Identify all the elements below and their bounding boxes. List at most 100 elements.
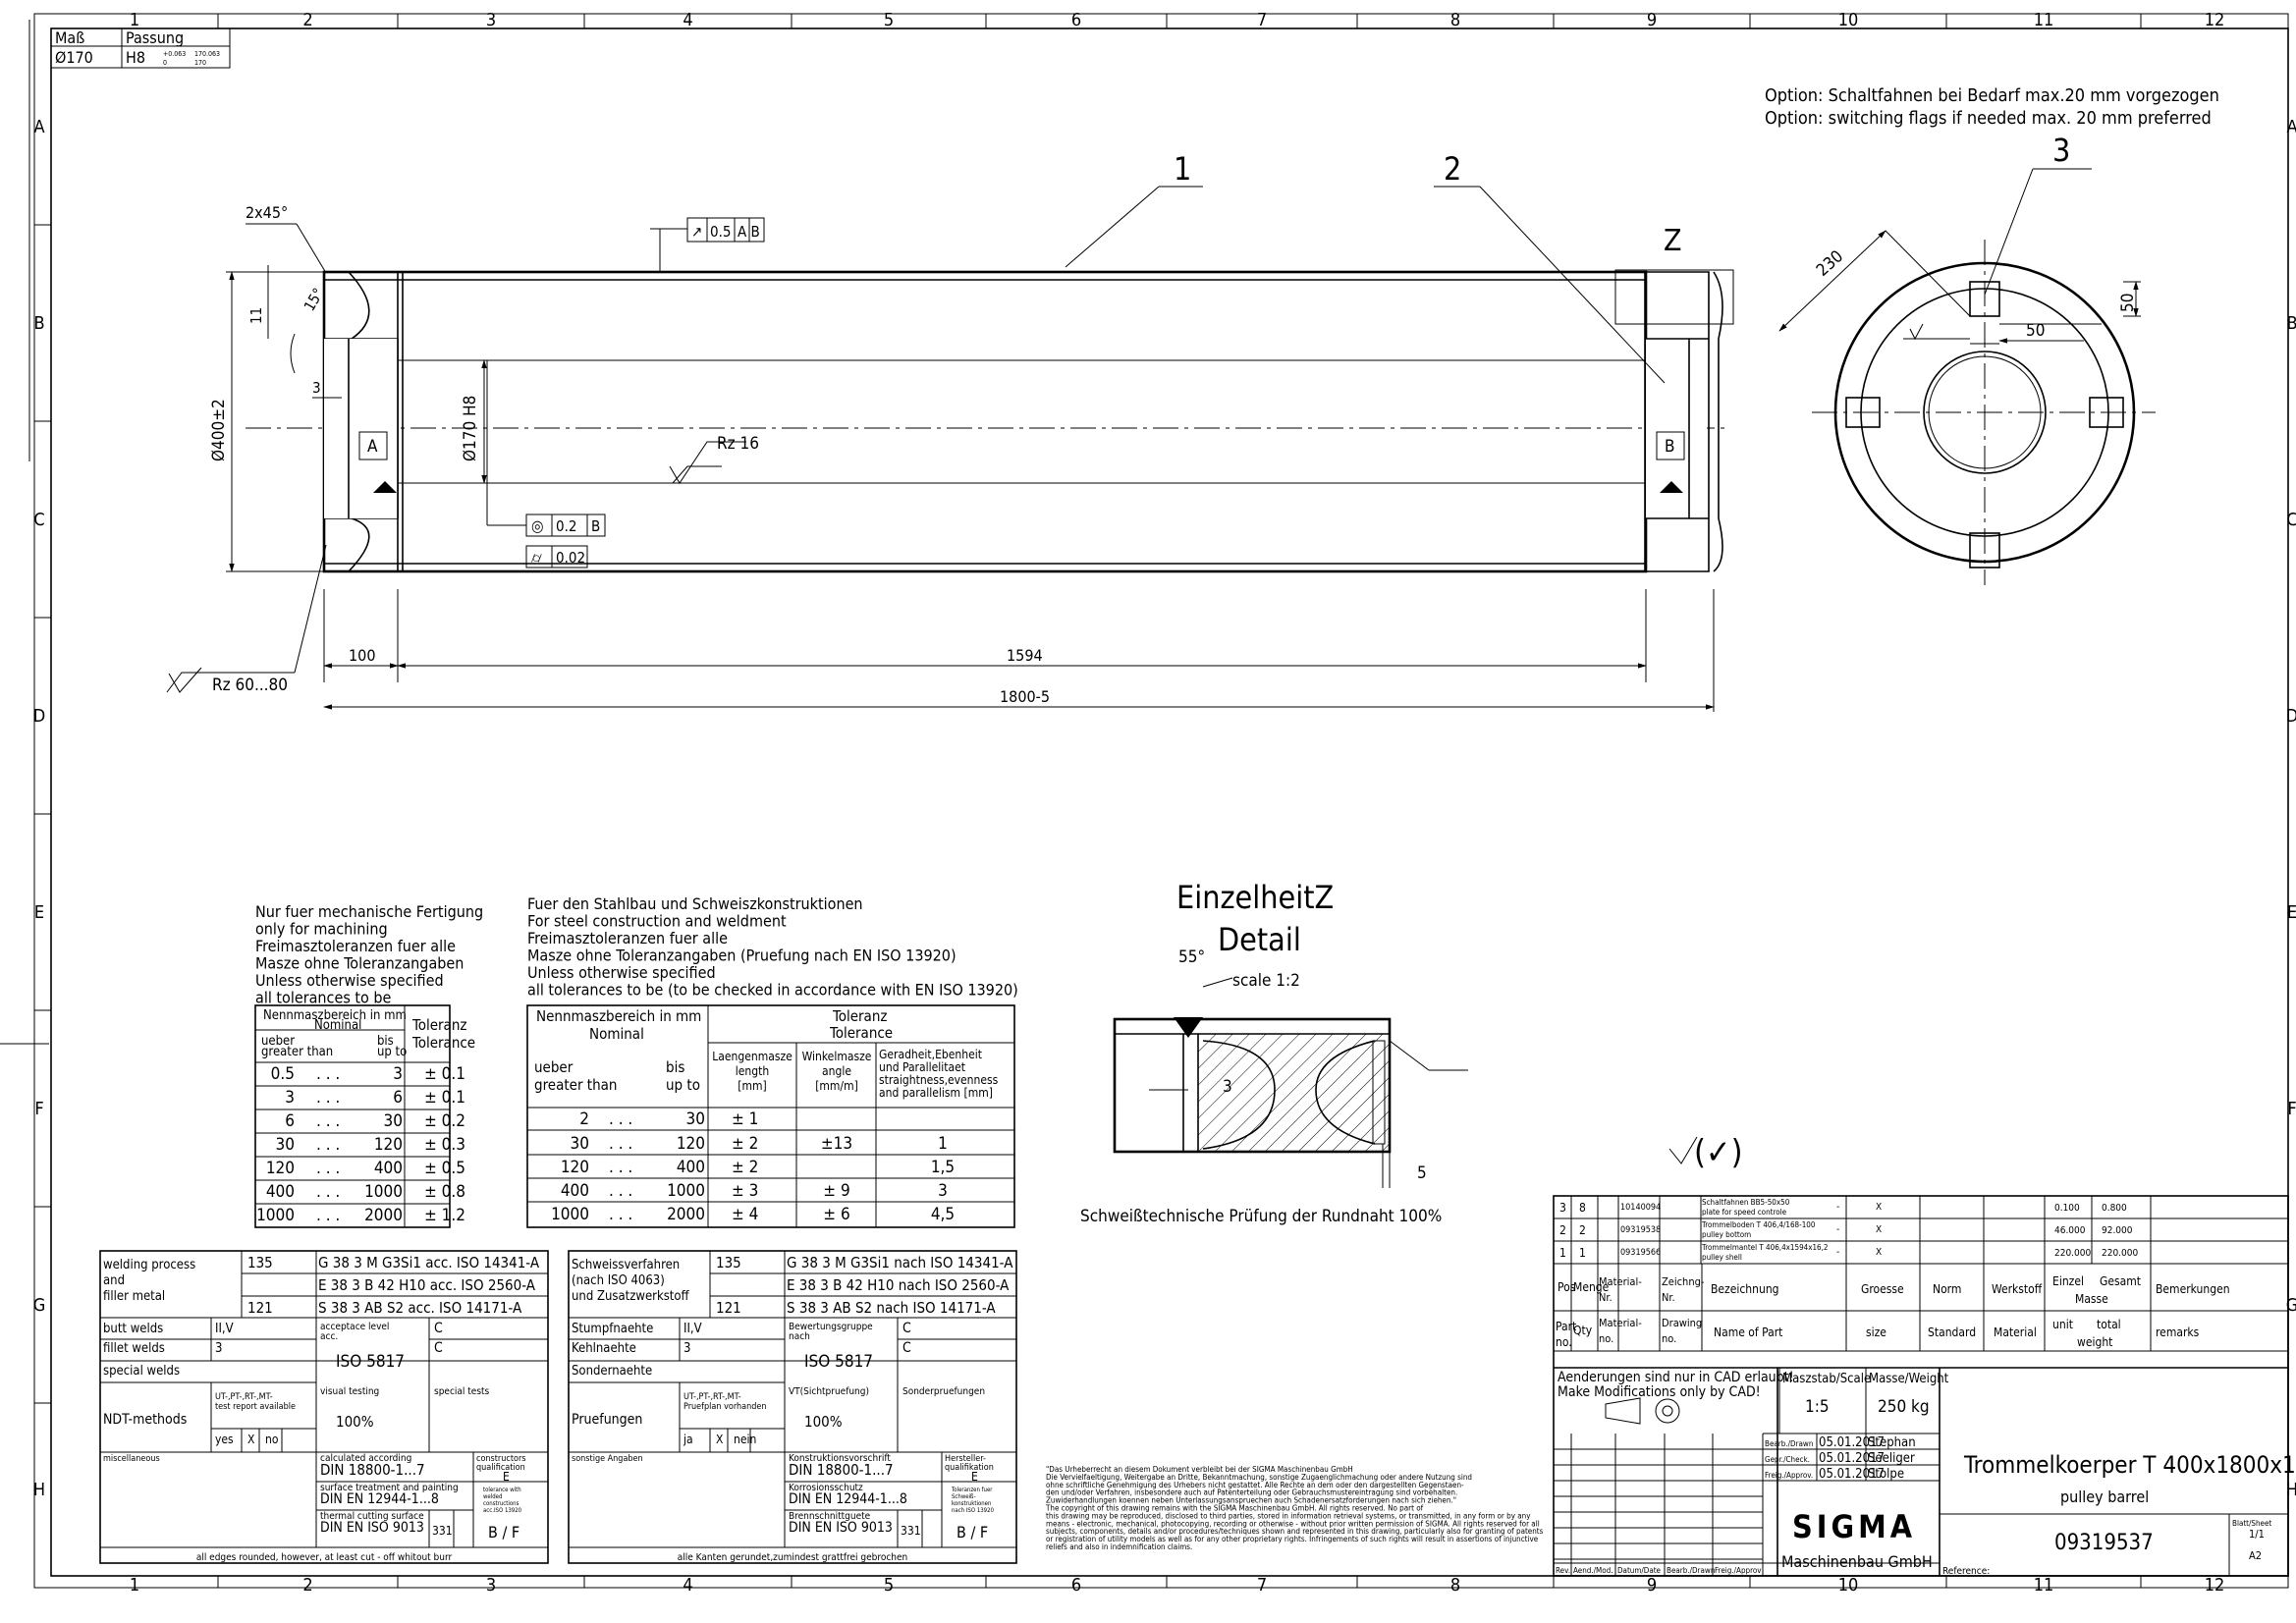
grid-col-top: 4 [683, 10, 692, 30]
svg-text:Gepr./Check.: Gepr./Check. [1765, 1455, 1810, 1464]
grid-row-right: E [2287, 902, 2296, 923]
company-logo: SIGMA [1792, 1508, 1916, 1545]
svg-text:-: - [1836, 1202, 1839, 1213]
svg-text:pulley bottom: pulley bottom [1702, 1230, 1751, 1239]
svg-text:121: 121 [716, 1299, 741, 1317]
svg-text:konstruktionen: konstruktionen [952, 1500, 991, 1507]
svg-text:Pruefungen: Pruefungen [572, 1412, 642, 1428]
svg-text:[mm]: [mm] [738, 1079, 766, 1093]
svg-text:. . .: . . . [316, 1111, 340, 1131]
svg-text:no: no [265, 1433, 279, 1446]
svg-text:bis: bis [377, 1034, 394, 1049]
svg-text:Geradheit,Ebenheit: Geradheit,Ebenheit [879, 1048, 982, 1061]
svg-text:Einzel: Einzel [2052, 1274, 2084, 1288]
svg-text:135: 135 [247, 1254, 273, 1271]
svg-text:nein: nein [734, 1433, 756, 1446]
svg-text:no.: no. [1662, 1332, 1676, 1345]
surface-symbol: (✓) [1694, 1133, 1743, 1172]
detail-title-1: EinzelheitZ [1176, 879, 1334, 916]
svg-text:unit: unit [2052, 1318, 2073, 1331]
tol-weld-intro-line: Masze ohne Toleranzangaben (Pruefung nac… [527, 947, 957, 965]
svg-text:thermal cutting surface: thermal cutting surface [320, 1511, 424, 1522]
svg-text:(nach ISO 4063): (nach ISO 4063) [572, 1273, 665, 1288]
grid-col-bottom: 12 [2205, 1575, 2225, 1596]
svg-text:Part: Part [1556, 1320, 1576, 1333]
svg-text:Bearb./Drawn: Bearb./Drawn [1667, 1566, 1715, 1575]
svg-text:E: E [971, 1470, 978, 1484]
tol-weld-to: 30 [686, 1109, 705, 1129]
svg-text:acceptace level: acceptace level [320, 1322, 389, 1332]
svg-text:C: C [434, 1321, 443, 1336]
tol-mech-from: 0.5 [271, 1064, 295, 1084]
svg-text:100%: 100% [804, 1413, 843, 1431]
tol-mech-intro-line: only for machining [255, 920, 388, 939]
svg-text:size: size [1866, 1325, 1886, 1339]
svg-text:5: 5 [1417, 1163, 1427, 1183]
datum-b: B [1665, 437, 1675, 457]
svg-text:yes: yes [215, 1433, 234, 1446]
tol-weld-to: 1000 [667, 1181, 705, 1201]
svg-text:46.000: 46.000 [2054, 1225, 2086, 1236]
svg-text:Nr.: Nr. [1662, 1291, 1675, 1304]
svg-text:Ø400±2: Ø400±2 [209, 399, 229, 461]
svg-text:Nennmaszbereich in mm: Nennmaszbereich in mm [536, 1007, 701, 1025]
tol-weld-angle: ± 9 [823, 1181, 849, 1201]
copyright-line: den und/oder Verfahren, insbesondere auc… [1046, 1488, 1457, 1497]
svg-text:Zeichng-: Zeichng- [1662, 1275, 1705, 1288]
flag-bottom [1969, 532, 2000, 568]
svg-text:220.000: 220.000 [2102, 1248, 2138, 1259]
svg-text:Standard: Standard [1928, 1325, 1976, 1339]
svg-text:⌭: ⌭ [531, 549, 542, 567]
svg-text:A B: A B [738, 223, 760, 241]
svg-text:Korrosionsschutz: Korrosionsschutz [789, 1483, 863, 1493]
tol-mech-to: 1000 [364, 1182, 403, 1202]
svg-text:250 kg: 250 kg [1878, 1397, 1930, 1417]
grid-row-right: C [2286, 510, 2296, 530]
grid-row-left: F [34, 1099, 43, 1119]
svg-text:E: E [503, 1470, 510, 1484]
svg-text:Datum/Date: Datum/Date [1617, 1566, 1662, 1575]
svg-text:. . .: . . . [316, 1088, 340, 1108]
tol-weld-straight: 4,5 [931, 1205, 955, 1224]
svg-text:length: length [736, 1064, 769, 1078]
grid-col-top: 3 [486, 10, 496, 30]
callout-pos-3: 3 [2052, 132, 2070, 169]
tolerance-table-weldment: Fuer den Stahlbau und Schweiszkonstrukti… [526, 894, 1018, 1228]
svg-text:no.: no. [1599, 1332, 1613, 1345]
svg-text:. . .: . . . [316, 1206, 340, 1225]
copyright-line: Zuwiderhandlungen koennen neben Unterlas… [1046, 1496, 1456, 1505]
svg-text:Bemerkungen: Bemerkungen [2156, 1282, 2230, 1296]
svg-text:Brennschnittguete: Brennschnittguete [789, 1511, 871, 1522]
svg-text:2x45°: 2x45° [246, 203, 288, 222]
copyright-line: The copyright of this drawing remains wi… [1045, 1504, 1424, 1513]
svg-text:angle: angle [822, 1064, 851, 1078]
svg-text:calculated according: calculated according [320, 1453, 411, 1464]
svg-text:Masse/Weight: Masse/Weight [1869, 1372, 1949, 1386]
grid-row-right: B [2286, 313, 2296, 334]
grid-col-bottom: 6 [1071, 1575, 1081, 1596]
svg-text:DIN EN 12944-1...8: DIN EN 12944-1...8 [789, 1491, 907, 1507]
svg-text:. . .: . . . [609, 1158, 632, 1177]
svg-text:Freig./Approv: Freig./Approv [1715, 1566, 1762, 1575]
grid-row-left: C [33, 510, 44, 530]
grid-col-top: 9 [1647, 10, 1657, 30]
svg-text:UT-,PT-,RT-,MT-: UT-,PT-,RT-,MT- [683, 1392, 741, 1402]
grid-col-bottom: 1 [130, 1575, 139, 1596]
svg-text:. . .: . . . [316, 1182, 340, 1202]
svg-text:Nennmaszbereich in mm: Nennmaszbereich in mm [263, 1008, 407, 1023]
svg-text:und Parallelitaet: und Parallelitaet [879, 1060, 965, 1074]
grid-col-top: 6 [1071, 10, 1081, 30]
weld-footer: all edges rounded, however, at least cut… [196, 1552, 453, 1563]
svg-text:qualification: qualification [476, 1463, 525, 1473]
svg-text:test report available: test report available [215, 1402, 296, 1412]
svg-text:visual testing: visual testing [320, 1386, 379, 1397]
svg-text:DIN EN ISO 9013: DIN EN ISO 9013 [789, 1520, 893, 1536]
tol-mech-tol: ± 0.2 [424, 1111, 465, 1131]
flag-top [1969, 281, 2000, 317]
grid-row-left: G [33, 1295, 46, 1316]
svg-text:0.5: 0.5 [710, 223, 731, 241]
tol-weld-from: 120 [561, 1158, 589, 1177]
tol-mech-intro-line: Unless otherwise specified [255, 971, 444, 990]
svg-text:-: - [1836, 1224, 1839, 1235]
